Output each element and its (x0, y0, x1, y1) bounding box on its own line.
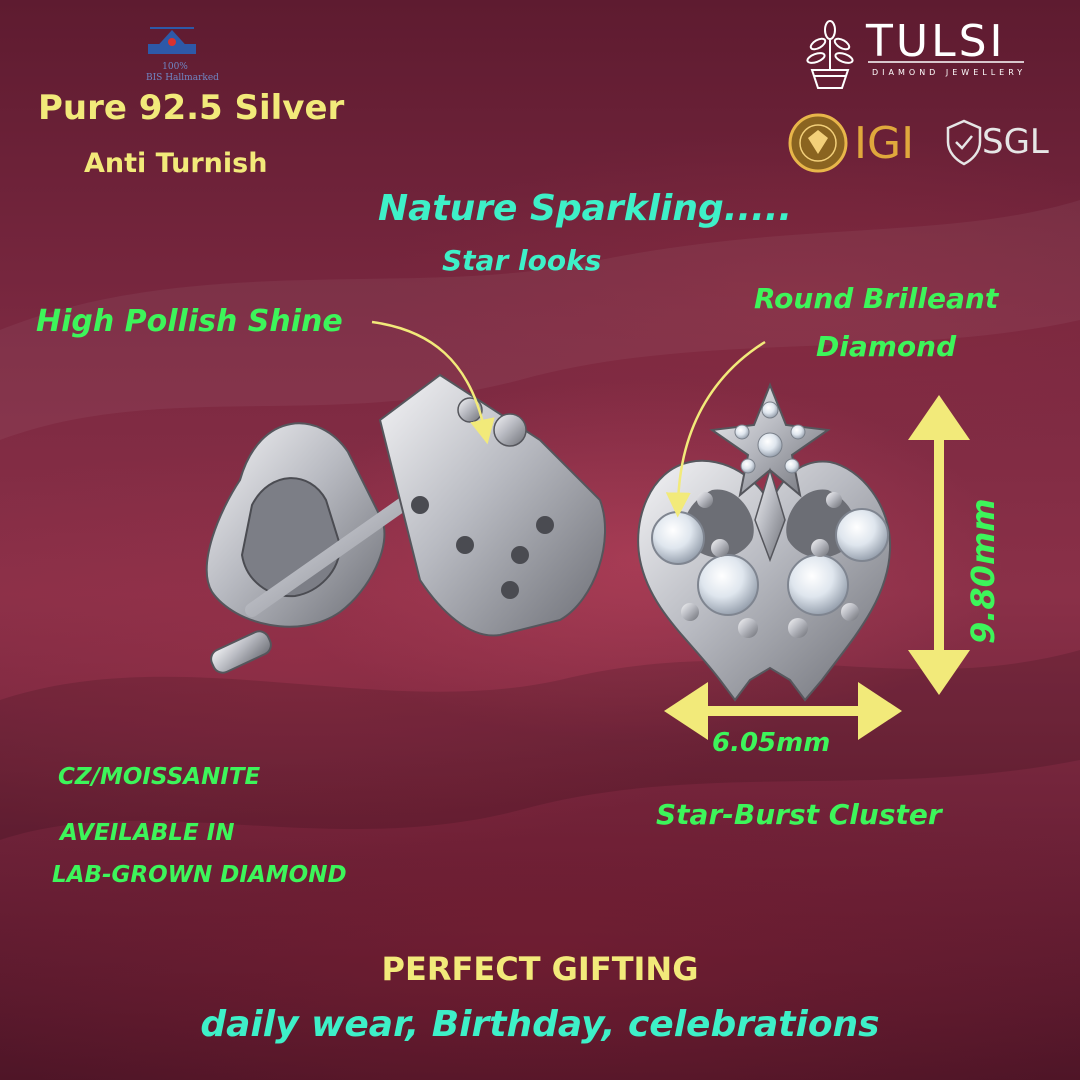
material-heading: Pure 92.5 Silver (38, 88, 345, 128)
polish-callout: High Pollish Shine (36, 304, 343, 339)
availability-line1: AVEILABLE IN (60, 820, 235, 846)
bis-logo-icon (148, 27, 196, 54)
bis-hallmark-label: BIS Hallmarked (146, 73, 219, 83)
igi-logo-text: IGI (854, 118, 915, 169)
sgl-shield-icon (946, 119, 982, 166)
height-dimension-label: 9.80mm (964, 498, 1002, 644)
gifting-heading: PERFECT GIFTING (381, 950, 699, 988)
occasions-text: daily wear, Birthday, celebrations (200, 1004, 880, 1045)
fabric-fold (0, 200, 1080, 440)
earring-side-view (205, 373, 607, 674)
cluster-label: Star-Burst Cluster (656, 798, 942, 831)
sgl-logo-text: SGL (982, 122, 1049, 162)
height-dimension-arrow (908, 395, 970, 695)
fabric-fold (0, 650, 1080, 840)
polish-pointer-arrow (371, 320, 495, 445)
brand-name: TULSI (866, 16, 1006, 67)
diamond-pointer-arrow (665, 340, 766, 518)
sparkle-subheading: Star looks (442, 244, 602, 277)
availability-line2: LAB-GROWN DIAMOND (52, 862, 347, 888)
diamond-callout-line1: Round Brilleant (754, 282, 999, 315)
sparkle-heading: Nature Sparkling..... (378, 188, 793, 229)
brand-tagline: DIAMOND JEWELLERY (872, 68, 1027, 77)
stone-type-label: CZ/MOISSANITE (58, 764, 261, 790)
igi-seal-icon (788, 113, 848, 173)
earring-front-view (637, 382, 892, 702)
finish-subheading: Anti Turnish (84, 148, 268, 179)
width-dimension-arrow (664, 682, 902, 740)
width-dimension-label: 6.05mm (712, 728, 831, 758)
diamond-callout-line2: Diamond (816, 330, 957, 363)
tulsi-logo-icon (806, 20, 854, 89)
bis-percent-label: 100% (162, 62, 188, 72)
